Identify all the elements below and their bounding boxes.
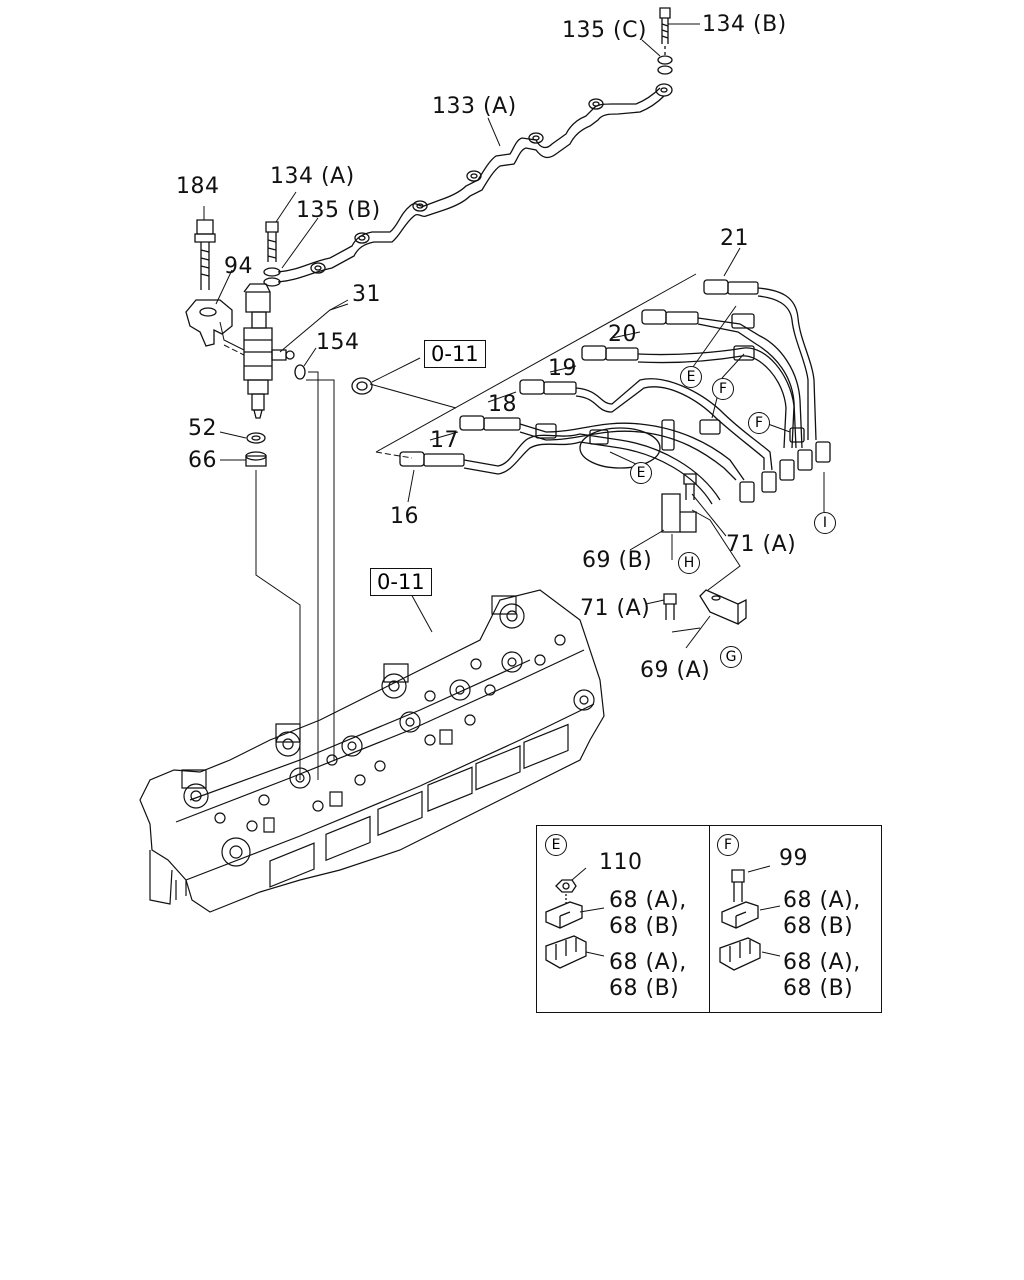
inset-divider (709, 826, 710, 1012)
label-leaders (204, 24, 780, 956)
callout-20: 20 (608, 322, 637, 347)
callout-18: 18 (488, 392, 517, 417)
marker-f-upper: F (712, 378, 734, 400)
callout-94: 94 (224, 254, 253, 279)
callout-71a-upper: 71 (A) (726, 532, 797, 557)
inset-right-part-68a-upper: 68 (A), (783, 888, 861, 913)
callout-71a-lower: 71 (A) (580, 596, 651, 621)
callout-135b: 135 (B) (296, 198, 381, 223)
marker-f-right: F (748, 412, 770, 434)
reference-box-upper: 0-11 (424, 340, 486, 368)
bolt-134b (658, 8, 672, 74)
inset-left-part-68b-lower: 68 (B) (609, 976, 680, 1001)
injector-assembly (186, 220, 372, 466)
callout-134a: 134 (A) (270, 164, 355, 189)
callout-31: 31 (352, 282, 381, 307)
callout-52: 52 (188, 416, 217, 441)
inset-right-part-68a-lower: 68 (A), (783, 950, 861, 975)
reference-box-lower: 0-11 (370, 568, 432, 596)
inset-left-part-68b-upper: 68 (B) (609, 914, 680, 939)
return-hose (278, 84, 672, 282)
inset-right-part-99: 99 (779, 846, 808, 871)
callout-19: 19 (548, 356, 577, 381)
callout-134b: 134 (B) (702, 12, 787, 37)
callout-184: 184 (176, 174, 220, 199)
callout-69b: 69 (B) (582, 548, 653, 573)
inset-right-part-68b-upper: 68 (B) (783, 914, 854, 939)
callout-133a: 133 (A) (432, 94, 517, 119)
callout-17: 17 (430, 428, 459, 453)
injection-pipes (400, 280, 830, 624)
inset-right-part-68b-lower: 68 (B) (783, 976, 854, 1001)
injector-leaders (220, 304, 348, 780)
marker-e-upper: E (680, 366, 702, 388)
cylinder-head (140, 590, 604, 912)
callout-16: 16 (390, 504, 419, 529)
marker-e-lower: E (630, 462, 652, 484)
callout-135c: 135 (C) (562, 18, 648, 43)
marker-h: H (678, 552, 700, 574)
inset-marker-e: E (545, 834, 567, 856)
inset-left-part-110: 110 (599, 850, 643, 875)
inset-left-part-68a-upper: 68 (A), (609, 888, 687, 913)
callout-66: 66 (188, 448, 217, 473)
detail-inset: E 110 68 (A), 68 (B) 68 (A), 68 (B) F 99… (536, 825, 882, 1013)
pipe-assembly-outline (370, 274, 824, 632)
callout-154: 154 (316, 330, 360, 355)
marker-i: I (814, 512, 836, 534)
inset-left-part-68a-lower: 68 (A), (609, 950, 687, 975)
marker-g: G (720, 646, 742, 668)
inset-right-parts (720, 870, 760, 970)
inset-left-parts (546, 880, 586, 968)
callout-69a: 69 (A) (640, 658, 711, 683)
callout-21: 21 (720, 226, 749, 251)
inset-marker-f: F (717, 834, 739, 856)
